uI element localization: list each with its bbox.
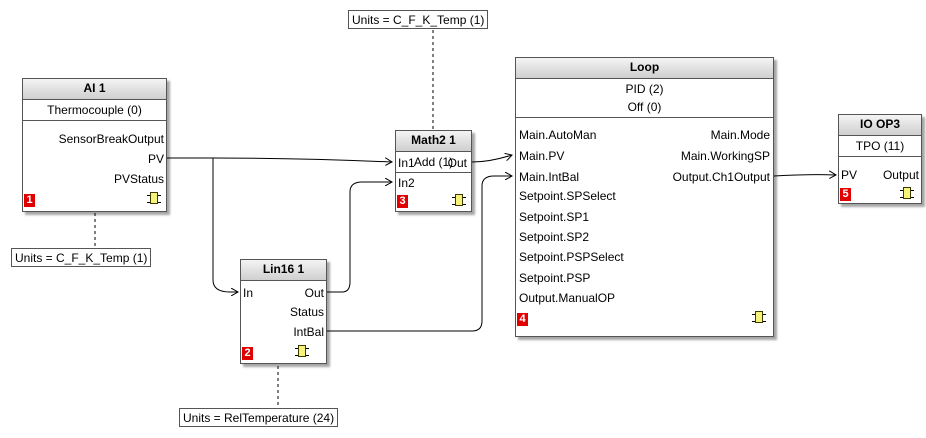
pin-ai1-sensorbreakoutput[interactable]: SensorBreakOutput [58,132,164,146]
block-ai1-type: Thermocouple (0) [23,100,166,121]
chip-icon [147,192,161,204]
wire-lin16-out-to-math2-in2[interactable] [327,182,392,293]
block-ai1[interactable]: AI 1 Thermocouple (0) SensorBreakOutput … [22,78,167,212]
block-math2[interactable]: Math2 1 Add (1) In1 In1 In2 Out 3 [395,130,472,212]
pin-ai1-pvstatus[interactable]: PVStatus [113,172,164,186]
pin-loop-main-intbal[interactable]: Main.IntBal [519,170,580,184]
pin-loop-setpoint-sp2[interactable]: Setpoint.SP2 [519,230,590,244]
units-annotation-bottom[interactable]: Units = RelTemperature (24) [179,408,339,427]
block-math2-title: Math2 1 [396,131,471,152]
pin-loop-setpoint-spselect[interactable]: Setpoint.SPSelect [519,189,616,203]
block-math2-number: 3 [397,195,408,208]
pin-loop-output-ch1output[interactable]: Output.Ch1Output [672,170,770,184]
block-lin16-number: 2 [242,347,253,360]
block-math2-type-label: Add (1) [413,155,454,169]
wire-math2-out-to-loop-pv[interactable] [471,155,512,163]
pin-lin16-in[interactable]: In [243,286,254,300]
block-loop-type: PID (2) Off (0) [516,79,773,118]
chip-icon [752,311,766,323]
block-ai1-title: AI 1 [23,79,166,100]
block-loop[interactable]: Loop PID (2) Off (0) Main.AutoMan Main.P… [515,57,774,337]
block-loop-type-label: PID (2) [625,82,664,96]
units-annotation-left[interactable]: Units = C_F_K_Temp (1) [11,248,152,267]
block-math2-type: Add (1) [396,152,471,173]
pin-lin16-status[interactable]: Status [289,305,324,319]
pin-loop-main-automan[interactable]: Main.AutoMan [519,128,597,142]
pin-loop-main-pv[interactable]: Main.PV [519,149,565,163]
block-loop-title: Loop [516,58,773,79]
block-ioop3-type: TPO (11) [839,136,921,157]
wire-ai1-pv-to-lin16-in[interactable] [212,158,238,292]
pin-loop-main-workingsp[interactable]: Main.WorkingSP [680,149,770,163]
pin-ai1-pv[interactable]: PV [147,152,164,166]
block-ioop3[interactable]: IO OP3 TPO (11) PV Output 5 [838,114,922,204]
pin-loop-main-mode[interactable]: Main.Mode [710,128,770,142]
pin-loop-setpoint-sp1[interactable]: Setpoint.SP1 [519,210,590,224]
chip-icon [295,345,309,357]
pin-loop-output-manualop[interactable]: Output.ManualOP [519,291,616,305]
pin-math2-out[interactable]: Out [447,156,467,170]
wire-lin16-intbal-to-loop-intbal[interactable] [327,176,512,332]
pin-lin16-out[interactable]: Out [304,286,324,300]
pin-math2-in1-label[interactable]: In1 [398,156,415,170]
block-ai1-type-label: Thermocouple (0) [47,103,142,117]
chip-icon [452,194,466,206]
block-lin16-title: Lin16 1 [241,260,326,281]
pin-ioop3-output[interactable]: Output [882,168,919,182]
wire-loop-ch1output-to-ioop3-pv[interactable] [773,175,836,176]
block-ioop3-type-label: TPO (11) [855,139,905,153]
pin-math2-in2[interactable]: In2 [398,176,415,190]
pin-loop-setpoint-pspselect[interactable]: Setpoint.PSPSelect [519,250,624,264]
chip-icon [900,187,914,199]
block-loop-number: 4 [517,313,528,326]
wire-ai1-pv-to-math2-in1[interactable] [167,157,392,162]
pin-lin16-intbal[interactable]: IntBal [293,325,324,339]
block-ai1-number: 1 [24,194,35,207]
units-annotation-top[interactable]: Units = C_F_K_Temp (1) [348,10,489,29]
block-ioop3-number: 5 [840,188,851,201]
block-ioop3-title: IO OP3 [839,115,921,136]
pin-loop-setpoint-psp[interactable]: Setpoint.PSP [519,271,591,285]
block-lin16[interactable]: Lin16 1 In Out Status IntBal 2 [240,259,327,364]
block-loop-mode-label: Off (0) [627,100,662,114]
pin-ioop3-pv[interactable]: PV [841,168,858,182]
